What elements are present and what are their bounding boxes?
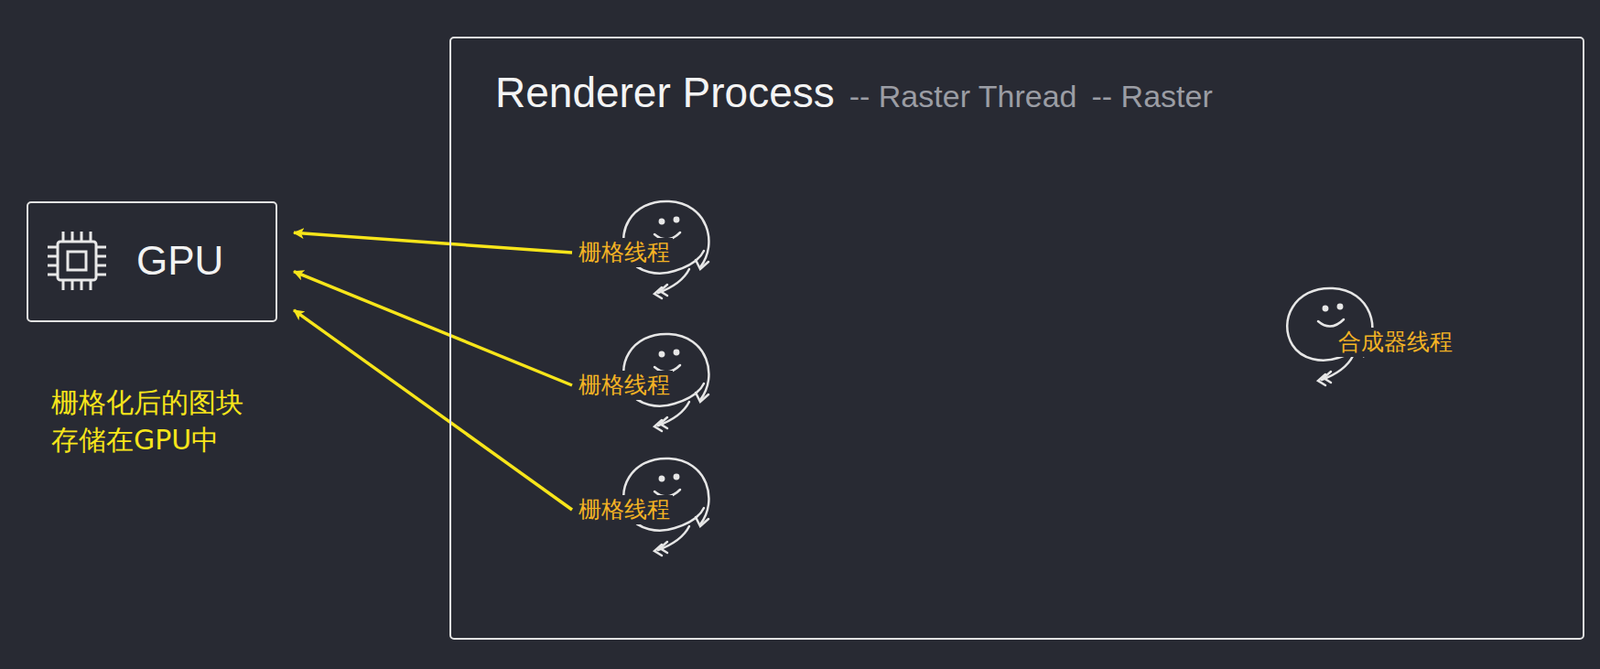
- chip-icon: [44, 228, 109, 293]
- thread-label: 合成器线程: [1335, 327, 1456, 357]
- arrow-connector: [293, 271, 573, 386]
- thread-label: 栅格线程: [575, 237, 673, 268]
- process-box: Renderer Process -- Raster Thread -- Raste…: [449, 36, 1585, 640]
- thread-node: 合成器线程: [1335, 327, 1456, 357]
- process-subtitle: -- Raster Thread: [849, 78, 1078, 115]
- gpu-box: GPU: [26, 201, 278, 323]
- heading-row: Renderer Process -- Raster Thread -- Raste…: [495, 67, 1213, 118]
- arrow-connector: [293, 310, 573, 510]
- arrow-connector: [293, 232, 573, 253]
- thread-node: 栅格线程: [575, 237, 673, 268]
- thread-label: 栅格线程: [575, 495, 673, 525]
- gpu-label: GPU: [136, 237, 224, 284]
- note-label: 栅格化后的图块 存储在GPU中: [51, 384, 276, 459]
- thread-node: 栅格线程: [575, 495, 673, 525]
- process-title: Renderer Process: [495, 67, 835, 118]
- thread-label: 栅格线程: [575, 370, 673, 400]
- thread-node: 栅格线程: [575, 370, 673, 400]
- process-subtitle: -- Raster: [1091, 78, 1213, 115]
